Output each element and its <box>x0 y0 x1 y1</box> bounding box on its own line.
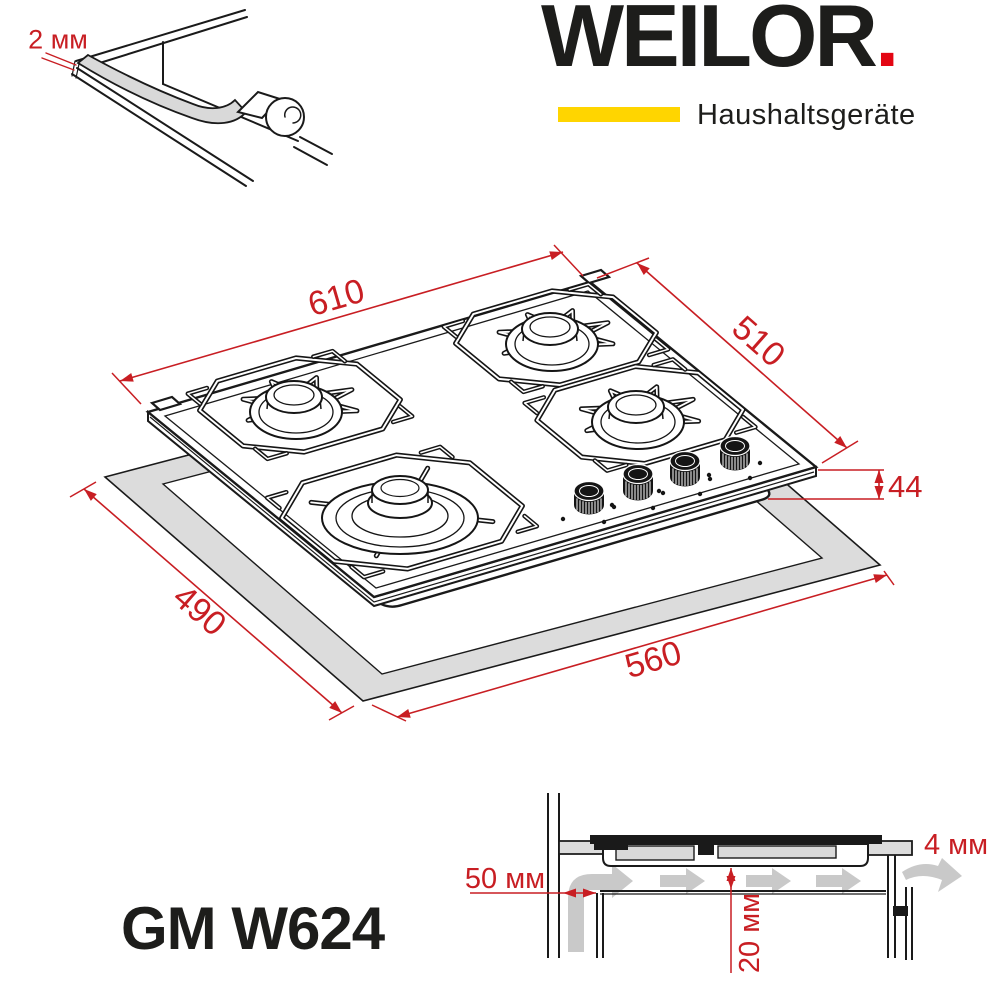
airflow-arrow <box>816 868 861 894</box>
hob-section-plate <box>590 835 882 844</box>
brand-dot: . <box>874 0 900 85</box>
brand-tagline: Haushaltsgeräte <box>697 99 916 131</box>
bottom-clearance-label: 20 мм <box>734 893 766 973</box>
panel-connector <box>893 906 908 916</box>
rear-gap-label: 4 мм <box>924 829 988 861</box>
brand-yellow-bar <box>558 107 680 122</box>
brand-wordmark: WEILOR <box>541 0 878 85</box>
edge-detail-drawing <box>41 9 333 187</box>
dimension-annotations <box>69 244 895 973</box>
model-name: GM W624 <box>121 895 385 962</box>
corner-bumper <box>578 268 612 285</box>
edge-thickness-label: 2 мм <box>28 24 88 54</box>
dimension-610-label: 610 <box>304 272 369 324</box>
corner-bumper <box>149 395 183 412</box>
side-clearance-label: 50 мм <box>465 863 545 895</box>
installation-cross-section <box>547 793 962 960</box>
dimension-44-label: 44 <box>888 469 922 504</box>
dimension-560-label: 560 <box>621 634 686 686</box>
airflow-exit-arrow <box>902 858 962 892</box>
leader-line <box>41 57 75 71</box>
airflow-arrow <box>660 868 705 894</box>
dimension-510-label: 510 <box>725 309 793 375</box>
airflow-arrow <box>568 864 633 952</box>
leader-line <box>45 52 77 66</box>
dimension-490-label: 490 <box>166 578 234 644</box>
burner-grates-and-knobs <box>185 281 763 580</box>
gasket-band <box>76 53 248 125</box>
airflow-arrow <box>746 868 791 894</box>
brand-logo: WEILOR. <box>541 0 899 80</box>
